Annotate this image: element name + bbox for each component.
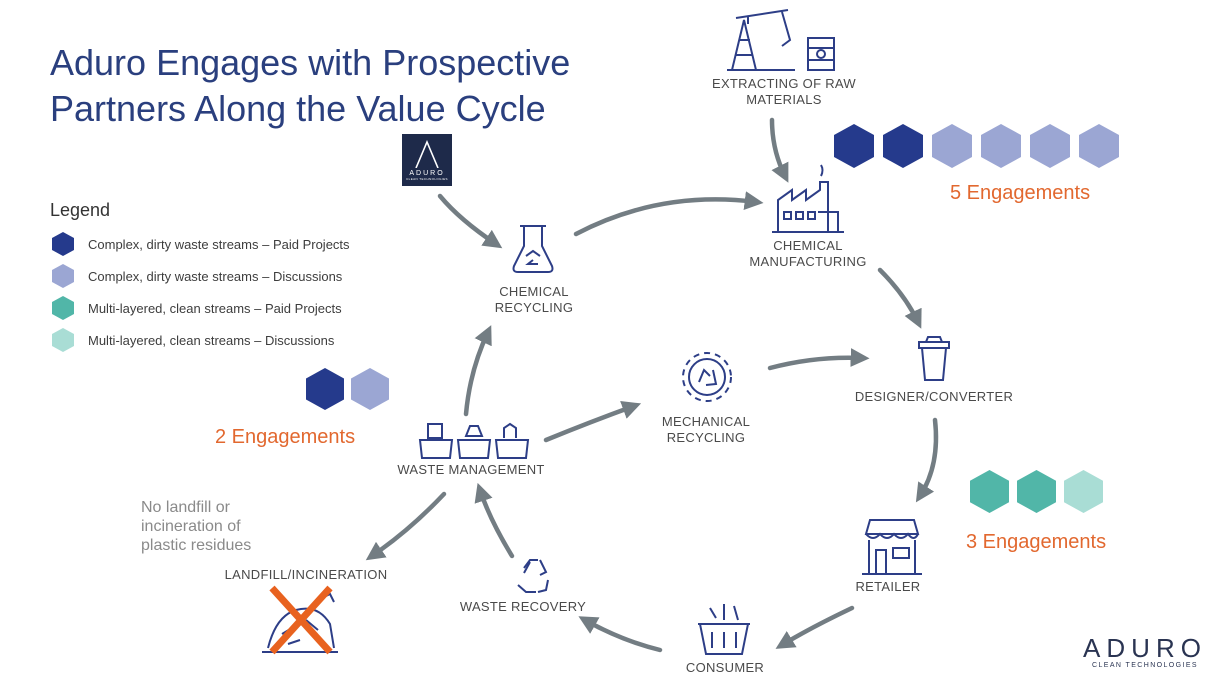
node-consumer-label: CONSUMER	[685, 660, 765, 675]
cross-icon	[269, 585, 333, 655]
brand-wordmark: ADURO	[1083, 633, 1207, 663]
arrow-aduro-to-chemical-recycling	[437, 193, 503, 249]
arrow-consumer-to-waste-recovery	[578, 616, 663, 653]
page-title: Aduro Engages with Prospective Partners …	[50, 42, 571, 129]
legend-item-dirty-paid: Complex, dirty waste streams – Paid Proj…	[52, 231, 350, 257]
arrow-waste-management-to-landfill	[365, 491, 447, 561]
hex-icon	[970, 470, 1009, 513]
arrow-waste-management-to-chemical-recycling	[463, 325, 492, 417]
engagement-hexes-left	[306, 368, 389, 410]
node-chemical-manufacturing-label: CHEMICAL MANUFACTURING	[749, 238, 867, 269]
aduro-brand-logo: ADURO CLEAN TECHNOLOGIES	[1080, 634, 1210, 669]
hex-icon	[1064, 470, 1103, 513]
arrow-designer-to-retailer	[915, 417, 939, 503]
legend-label: Multi-layered, clean streams – Discussio…	[88, 332, 335, 348]
node-retailer-label: RETAILER	[855, 579, 921, 594]
node-mechanical-recycling-label: MECHANICAL RECYCLING	[661, 414, 751, 445]
gear-icon	[682, 352, 732, 402]
factory-icon	[772, 164, 844, 233]
logo-wordmark: ADURO	[409, 169, 445, 177]
node-designer-label: DESIGNER/CONVERTER	[854, 389, 1014, 404]
legend-hex-icon	[52, 264, 74, 288]
legend-hex-icon	[52, 296, 74, 320]
aduro-logo: ADURO CLEAN TECHNOLOGIES	[402, 134, 452, 186]
legend-hex-icon	[52, 328, 74, 352]
node-extracting-label: EXTRACTING OF RAW MATERIALS	[711, 76, 856, 107]
engagement-hexes-right	[970, 470, 1103, 513]
hex-icon	[1017, 470, 1056, 513]
legend-label: Complex, dirty waste streams – Paid Proj…	[88, 236, 350, 252]
arrow-waste-recovery-to-waste-management	[474, 482, 515, 559]
store-icon	[862, 519, 922, 575]
hex-icon	[883, 124, 923, 168]
legend-item-dirty-discussions: Complex, dirty waste streams – Discussio…	[52, 263, 342, 289]
arrow-extracting-to-chemical-manufacturing	[769, 117, 789, 183]
engagements-count-top: 5 Engagements	[950, 182, 1091, 204]
hex-icon	[351, 368, 389, 410]
hex-icon	[1079, 124, 1119, 168]
node-waste-recovery-label: WASTE RECOVERY	[459, 599, 587, 614]
node-waste-management-label: WASTE MANAGEMENT	[397, 462, 545, 477]
hex-icon	[306, 368, 344, 410]
hex-icon	[834, 124, 874, 168]
legend-item-clean-paid: Multi-layered, clean streams – Paid Proj…	[52, 295, 342, 321]
hex-icon	[1030, 124, 1070, 168]
shopping-basket-icon	[698, 604, 750, 655]
recycle-icon	[517, 559, 549, 593]
pump-jack-icon	[727, 9, 835, 71]
engagements-count-left: 2 Engagements	[215, 426, 356, 448]
arrow-mechanical-recycling-to-designer	[767, 348, 870, 371]
engagement-hexes-top	[834, 124, 1119, 168]
hex-icon	[932, 124, 972, 168]
arrow-waste-management-to-mechanical-recycling	[543, 400, 642, 443]
cup-icon	[918, 336, 950, 381]
legend-title: Legend	[50, 200, 111, 220]
legend-hex-icon	[52, 232, 74, 256]
arrow-chemical-manufacturing-to-designer	[877, 267, 922, 329]
legend-label: Complex, dirty waste streams – Discussio…	[88, 268, 343, 284]
logo-tagline: CLEAN TECHNOLOGIES	[406, 176, 448, 181]
legend-item-clean-discussions: Multi-layered, clean streams – Discussio…	[52, 327, 334, 353]
node-landfill-label: LANDFILL/INCINERATION	[224, 567, 388, 582]
arrow-retailer-to-consumer	[775, 605, 855, 649]
legend-label: Multi-layered, clean streams – Paid Proj…	[88, 300, 342, 316]
node-chemical-recycling-label: CHEMICAL RECYCLING	[494, 284, 574, 315]
waste-bins-icon	[418, 422, 530, 459]
engagements-count-right: 3 Engagements	[966, 531, 1107, 553]
hex-icon	[981, 124, 1021, 168]
flask-icon	[512, 225, 554, 273]
brand-tagline: CLEAN TECHNOLOGIES	[1092, 662, 1198, 669]
arrow-chemical-recycling-to-chemical-manufacturing	[573, 191, 764, 237]
landfill-note: No landfill or incineration of plastic r…	[141, 499, 252, 554]
